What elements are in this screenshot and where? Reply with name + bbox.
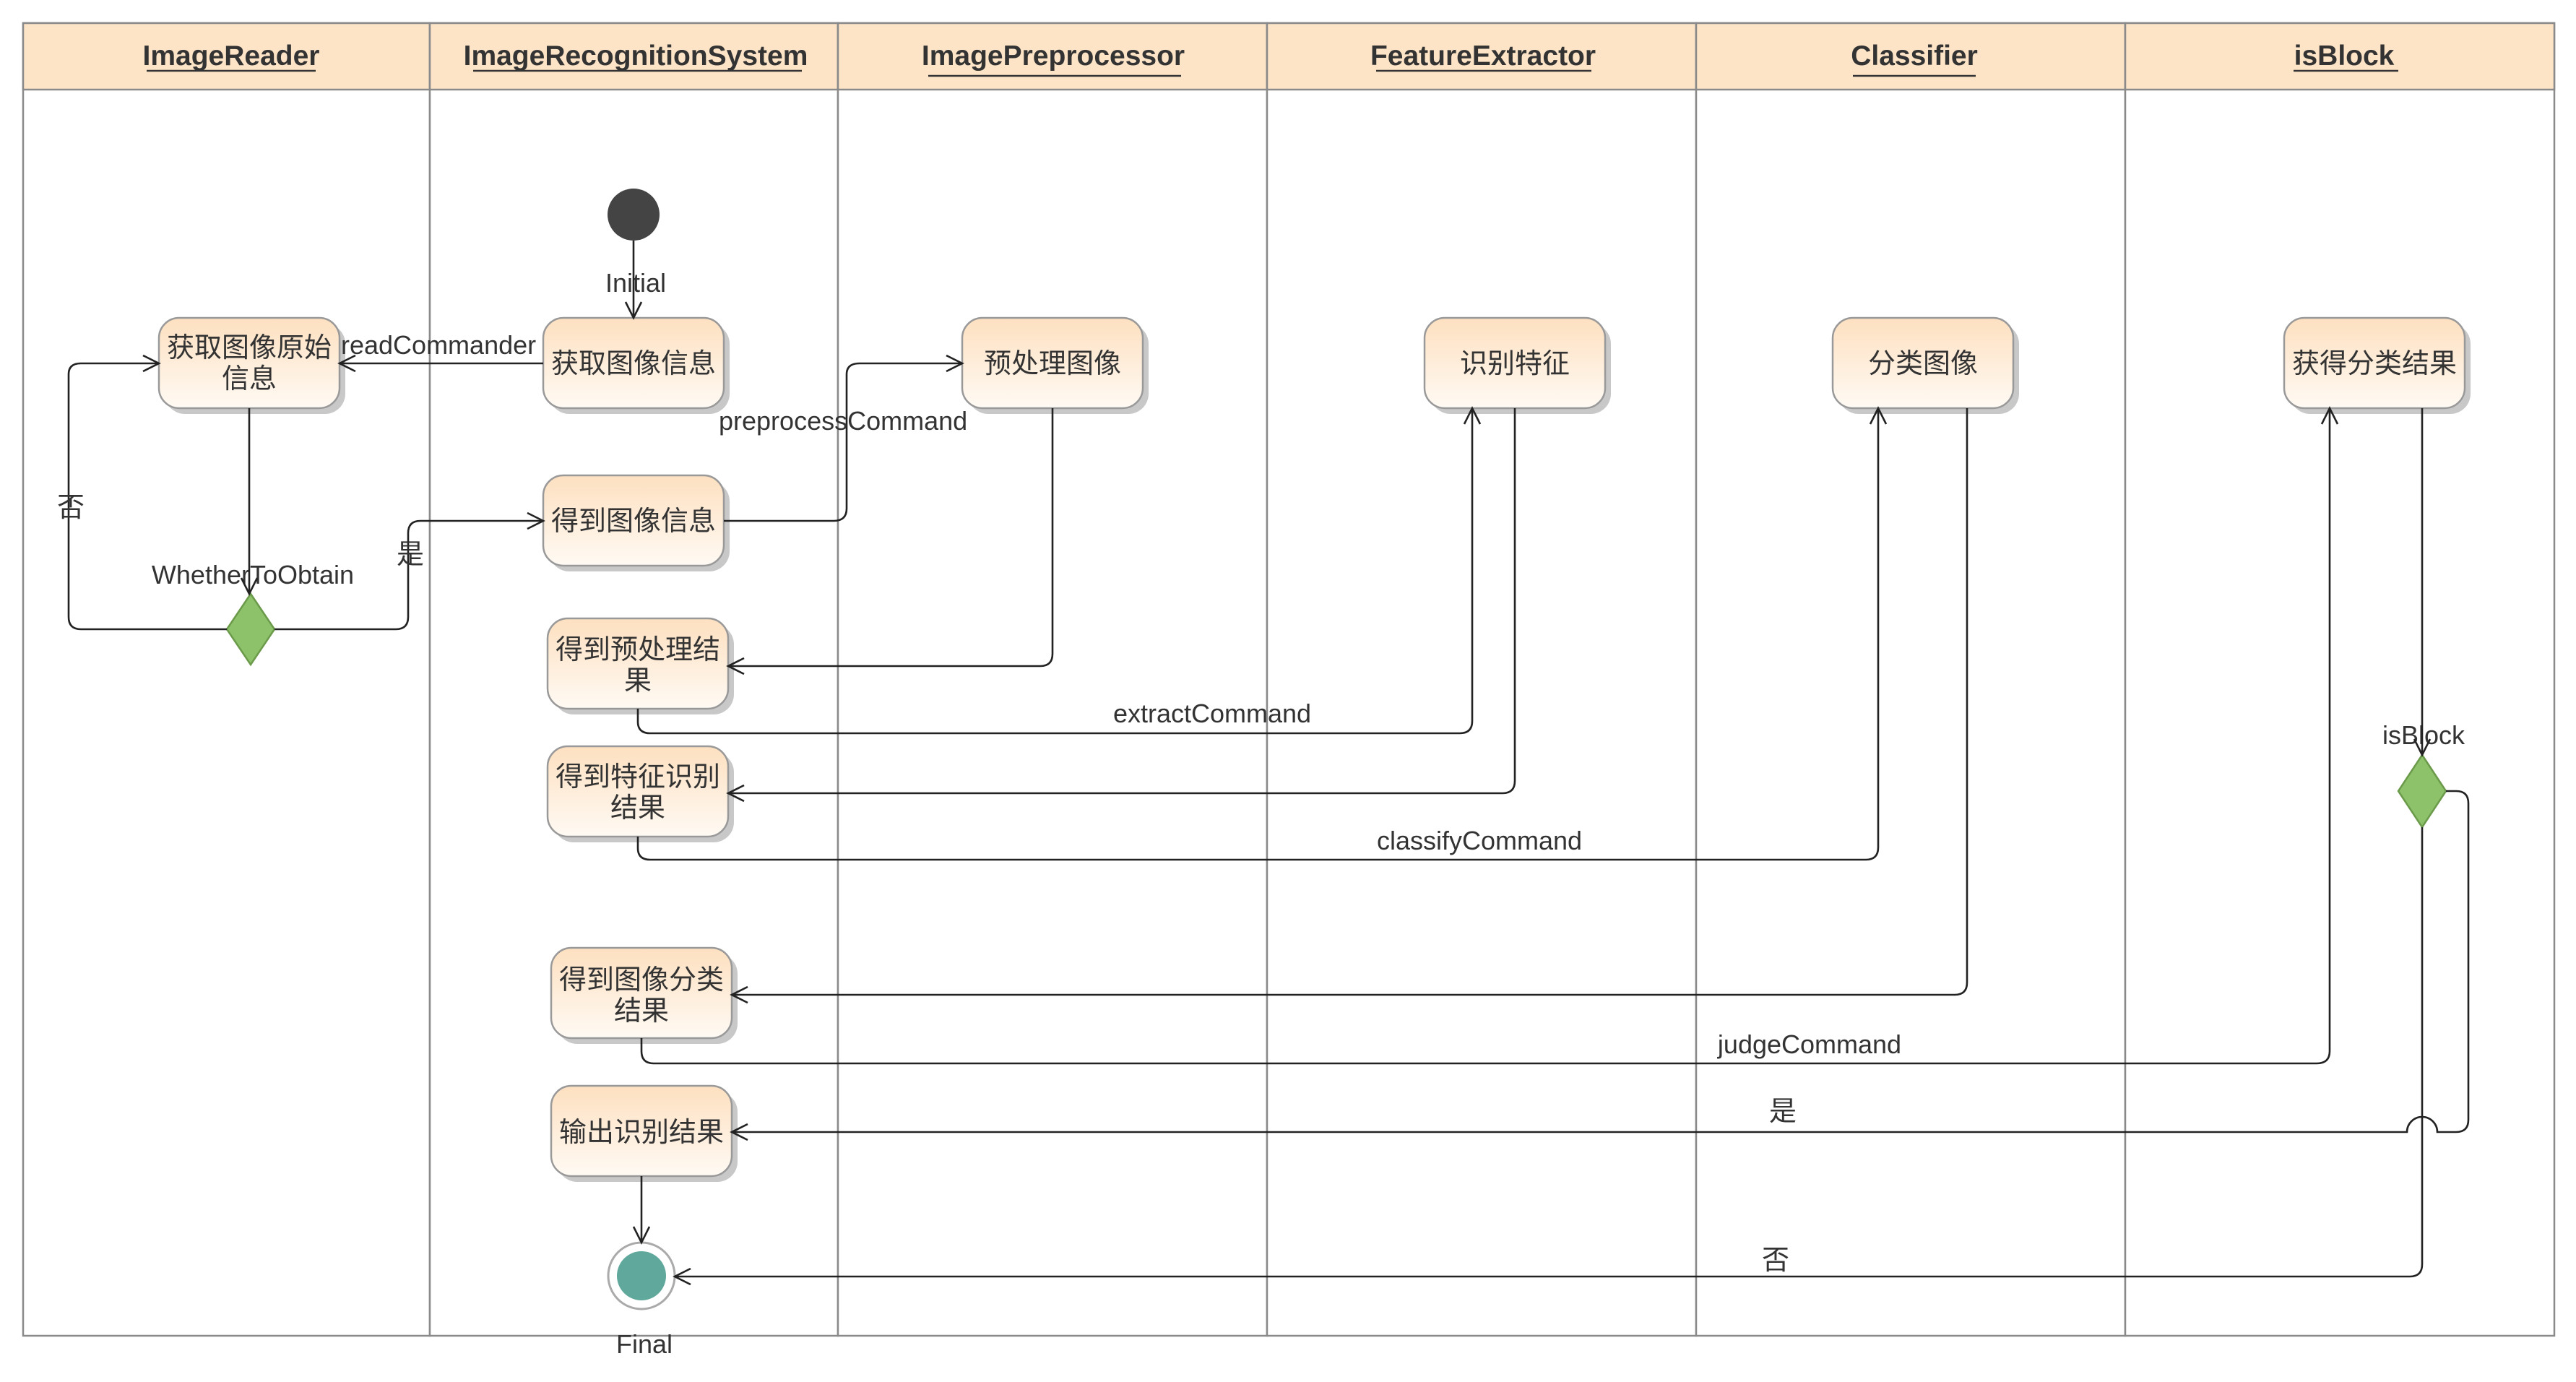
lane-image-reader: ImageReader xyxy=(22,22,431,1337)
flow-label-yes: 是 xyxy=(397,538,424,570)
flow-feature-return xyxy=(728,408,1516,795)
lane-title: isBlock xyxy=(2294,40,2395,72)
flow-isblock-no xyxy=(675,827,2424,1278)
final-node xyxy=(607,1241,676,1310)
flow-label-no: 否 xyxy=(1762,1244,1789,1276)
flow-preprocess-return xyxy=(728,408,1054,668)
lane-image-preprocessor: ImagePreprocessor xyxy=(837,22,1268,1337)
final-label: Final xyxy=(616,1329,673,1359)
action-output-result: 输出识别结果 xyxy=(550,1084,738,1182)
action-preprocess-image: 预处理图像 xyxy=(961,316,1149,414)
action-classify-image: 分类图像 xyxy=(1831,316,2019,414)
flow-label-judge: judgeCommand xyxy=(1717,1029,1901,1059)
action-get-image-info: 获取图像信息 xyxy=(542,316,730,414)
initial-label: Initial xyxy=(605,268,666,298)
lane-title: ImageReader xyxy=(143,40,320,72)
action-got-feature-result: 得到特征识别 结果 xyxy=(546,745,734,842)
action-got-classify-result: 得到图像分类 结果 xyxy=(550,946,738,1044)
flow-label-read: readCommander xyxy=(341,330,536,360)
flow-label-classify: classifyCommand xyxy=(1377,826,1582,855)
action-got-preprocess-result: 得到预处理结 果 xyxy=(546,617,734,714)
action-recognize-features: 识别特征 xyxy=(1423,316,1611,414)
action-text-line: 得到预处理结 xyxy=(556,634,720,665)
action-text-line: 果 xyxy=(624,665,652,696)
action-text-line: 预处理图像 xyxy=(984,347,1121,379)
action-text-line: 分类图像 xyxy=(1868,347,1978,379)
action-text-line: 结果 xyxy=(614,995,669,1027)
flow-extract-command xyxy=(636,408,1474,735)
action-text-line: 信息 xyxy=(222,363,277,394)
action-text-line: 得到特征识别 xyxy=(556,761,720,793)
decision-whether-to-obtain xyxy=(225,592,276,667)
action-text-line: 获得分类结果 xyxy=(2292,347,2457,379)
lane-title: Classifier xyxy=(1851,40,1978,72)
flow-decision-yes xyxy=(275,519,543,631)
action-text-line: 获取图像信息 xyxy=(551,347,716,379)
action-get-classify-result: 获得分类结果 xyxy=(2283,316,2471,414)
flow-label-yes: 是 xyxy=(1769,1095,1797,1127)
flow-classify-command xyxy=(636,408,1880,861)
action-text-line: 结果 xyxy=(610,792,665,824)
action-got-image-info: 得到图像信息 xyxy=(542,474,730,571)
flow-label-preprocess: preprocessCommand xyxy=(719,406,967,436)
action-text-line: 得到图像信息 xyxy=(551,505,716,537)
action-text-line: 获取图像原始 xyxy=(167,332,332,363)
lane-title: FeatureExtractor xyxy=(1370,40,1596,72)
flow-judge-command xyxy=(640,408,2331,1065)
lane-classifier: Classifier xyxy=(1695,22,2127,1337)
flow-label-no: 否 xyxy=(57,491,85,523)
decision-label: isBlock xyxy=(2382,720,2465,750)
action-text-line: 识别特征 xyxy=(1460,347,1570,379)
lane-is-block: isBlock xyxy=(2124,22,2556,1337)
flow-decision-no xyxy=(67,362,227,631)
lane-title: ImageRecognitionSystem xyxy=(464,40,808,72)
action-get-raw-image-info: 获取图像原始 信息 xyxy=(157,316,345,414)
flow-preprocess-command xyxy=(724,362,962,522)
initial-node xyxy=(608,189,660,241)
action-text-line: 输出识别结果 xyxy=(559,1116,724,1148)
flow-isblock-yes xyxy=(732,790,2470,1133)
flow-classify-return xyxy=(732,408,1968,996)
flow-label-extract: extractCommand xyxy=(1113,699,1311,728)
lane-feature-extractor: FeatureExtractor xyxy=(1266,22,1698,1337)
action-text-line: 得到图像分类 xyxy=(559,964,724,996)
lane-title: ImagePreprocessor xyxy=(922,40,1185,72)
